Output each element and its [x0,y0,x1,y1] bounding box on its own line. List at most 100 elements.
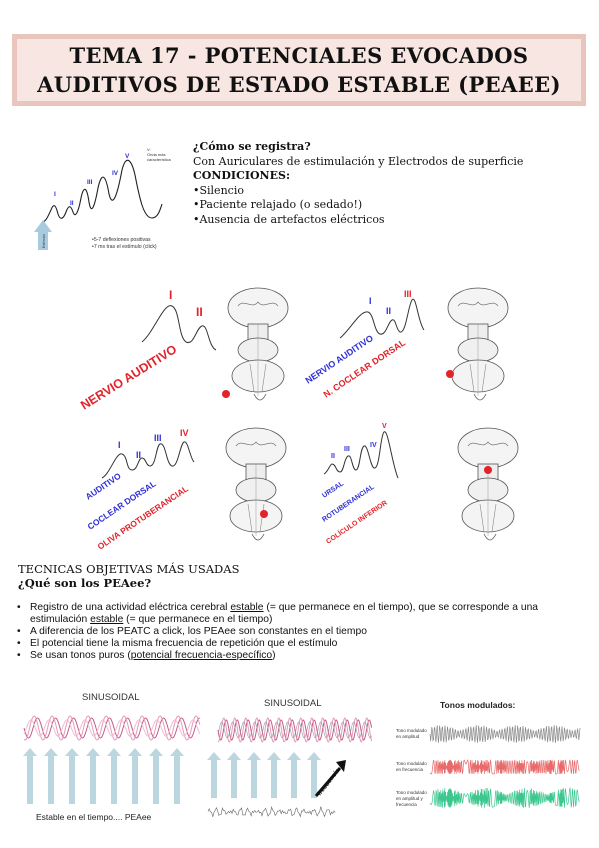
stimulus-arrow [23,748,37,804]
peak-label-i: I [54,191,56,198]
condition-item: •Paciente relajado (o sedado!) [193,198,363,211]
conditions-title: CONDICIONES: [193,169,291,182]
stimulus-arrow [107,748,121,804]
sine-wave-line [23,717,200,739]
stimulus-arrow [86,748,100,804]
brainstem-diagram [227,287,289,401]
sine-wave-group [217,717,373,743]
peak-label-iv: IV [112,170,119,177]
frequency-arrow [314,767,342,797]
abr-waveform-line [41,159,163,223]
stimulus-arrow [267,752,281,798]
bullet-item: El potencial tiene la misma frecuencia d… [14,638,589,650]
panel-coclear-dorsal: I II III NERVIO AUDITIVO N. COCLEAR DORS… [304,287,509,401]
peak-label-ii: II [136,450,141,460]
stimulus-arrow [287,752,301,798]
stimulus-label: Estímulo [42,234,46,248]
registro-block: ¿Cómo se registra? Con Auriculares de es… [193,140,523,227]
fm-wave [429,759,580,775]
condition-item: •Silencio [193,183,244,197]
sine-wave-line [23,719,201,737]
estable-label: Estable en el tiempo.... PEAee [36,812,152,822]
peak-label-ii: II [386,306,391,316]
peak-label-iii: III [154,433,162,443]
peak-label-iii: III [404,289,412,299]
frequency-arrow-head [336,760,346,772]
brainstem-diagram [225,427,287,541]
amfm-wave [429,786,580,808]
location-marker [446,370,454,378]
sine-wave-line [23,715,201,741]
am-label-2: en amplitud [396,734,420,739]
sinusoidal-figure-1: SINUSOIDAL Estable en el tiempo.... PEAe… [23,692,201,822]
amfm-label-3: frecuencia [396,802,417,807]
peak-label-iv: IV [370,442,377,449]
amfm-label-2: en amplitud y [396,796,424,801]
frecuencia-label: frecuencia [316,767,342,797]
peak-label-ii: II [70,200,74,207]
peak-label-ii: II [196,305,203,319]
structure-label: NERVIO AUDITIVO [304,333,376,386]
stimulus-arrows [23,748,184,804]
stimulus-arrow [247,752,261,798]
panel-waveform [323,431,399,479]
peak-label-ii: II [331,453,335,460]
tonos-title: Tonos modulados: [440,700,516,710]
stimulus-arrow [65,748,79,804]
bullet-item: A diferencia de los PEATC a click, los P… [14,626,589,638]
peak-label-i: I [118,440,121,450]
panel-coliculo-inferior: II III IV V URSAL ROTUBERANCIAL COLÍCULO… [321,423,519,546]
title-line-1: TEMA 17 - POTENCIALES EVOCADOS [69,43,529,68]
sine-wave-line [218,717,373,743]
condition-item: •Ausencia de artefactos eléctricos [193,212,385,226]
sine-wave-line [217,721,372,739]
fm-label-1: Tono modulado [396,761,427,766]
location-marker [484,466,492,474]
panel-waveform [339,298,425,339]
registro-answer: Con Auriculares de estimulación y Electr… [193,154,524,168]
peak-label-iv: IV [180,428,189,438]
peaee-bullet-list: Registro de una actividad eléctrica cere… [14,602,589,662]
sine-wave-group [23,715,201,741]
stimulus-arrow [128,748,142,804]
peak-label-i: I [369,296,372,306]
structure-label: COLÍCULO INFERIOR [324,498,389,546]
peak-label-v: V [125,153,130,160]
tonos-modulados-figure: Tonos modulados: Tono modulado en amplit… [396,700,581,808]
stimulus-arrow [227,752,241,798]
registro-question: ¿Cómo se registra? [193,140,311,153]
peak-label-v: V [382,423,387,430]
stimulus-arrow [149,748,163,804]
am-label-1: Tono modulado [396,728,427,733]
abr-waveform-figure: I II III IV V V: Onda más característica… [34,147,172,250]
title-line-2: AUDITIVOS DE ESTADO ESTABLE (PEAEE) [37,72,561,97]
title-box: TEMA 17 - POTENCIALES EVOCADOS AUDITIVOS… [12,34,586,106]
fm-label-2: en frecuencia [396,767,424,772]
stimulus-arrow [307,752,321,798]
stimulus-arrow [207,752,221,798]
waveform-note-1: •5-7 deflexiones positivas [92,237,151,243]
panel-waveform [141,305,217,351]
sinusoidal-label: SINUSOIDAL [82,692,140,703]
location-marker [222,390,230,398]
tecnicas-question: ¿Qué son los PEAee? [18,576,152,590]
sinusoidal-label: SINUSOIDAL [264,698,322,709]
panel-nervio-auditivo: I II NERVIO AUDITIVO [78,287,289,412]
structure-label: AUDITIVO [84,470,124,501]
sinusoidal-figure-2: SINUSOIDAL frecuencia [207,698,373,818]
waveform-note-2: •7 ms tras el estímulo (click) [92,244,157,250]
panel-waveform [101,441,195,479]
panel-oliva-protuberancial: I II III IV AUDITIVO COCLEAR DORSAL OLIV… [84,427,287,552]
tecnicas-title: TECNICAS OBJETIVAS MÁS USADAS [18,562,240,576]
brainstem-diagram [447,287,509,401]
bullet-item: Registro de una actividad eléctrica cere… [14,602,589,626]
brainstem-diagram [457,427,519,541]
sine-wave-line [207,805,336,818]
peak-label-iii: III [87,179,93,186]
tecnicas-block: TECNICAS OBJETIVAS MÁS USADAS ¿Qué son l… [18,562,239,590]
peak-note-3: característica [147,157,172,162]
stimulus-arrow [170,748,184,804]
am-wave [429,725,581,743]
structure-label: NERVIO AUDITIVO [78,342,179,412]
peak-label-iii: III [344,446,350,453]
